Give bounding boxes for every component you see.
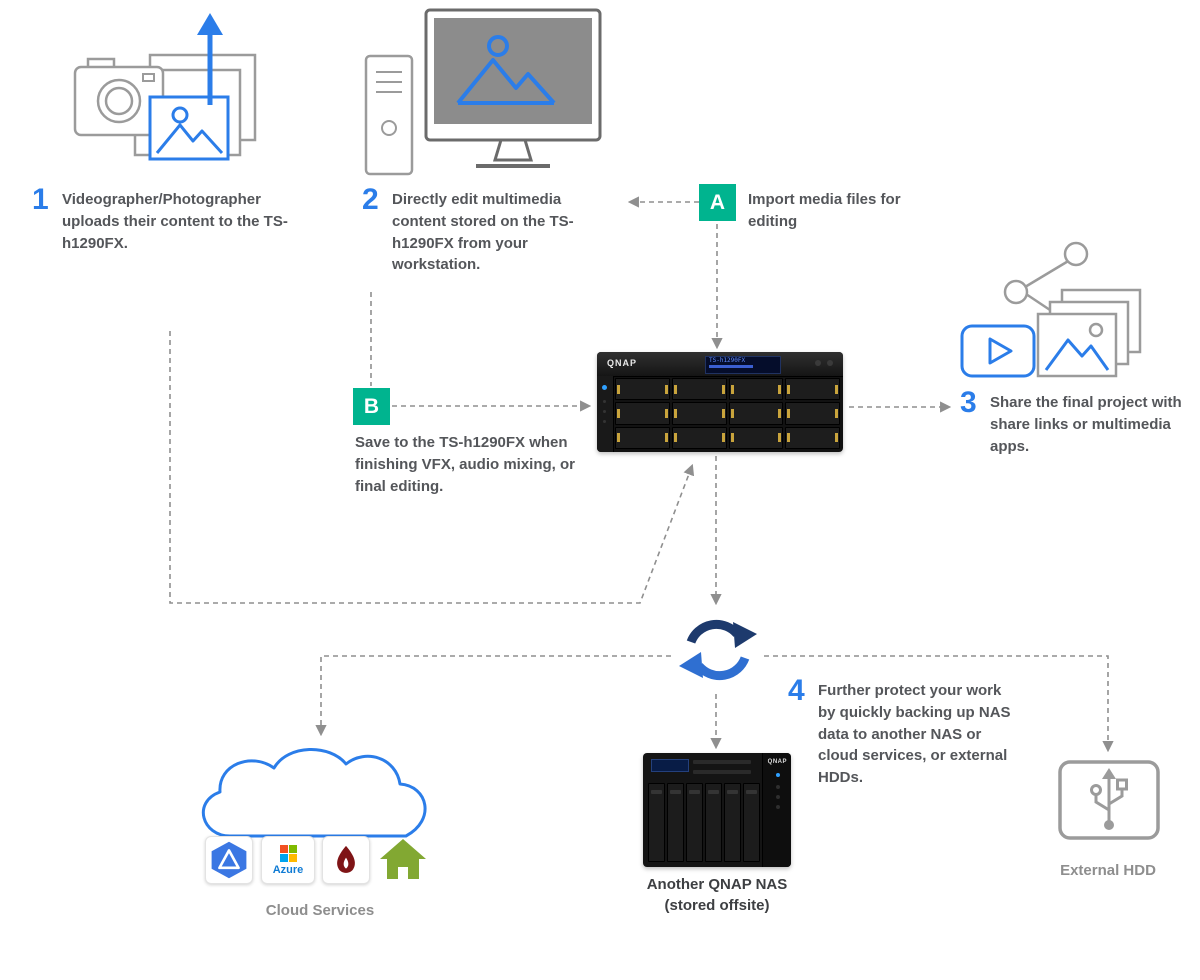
backup-nas-lcd xyxy=(651,759,689,772)
line-sync-to-cloud xyxy=(315,655,671,737)
backup-nas-slot xyxy=(693,760,751,764)
nas-side-panel xyxy=(597,376,614,452)
backup-nas-drive-bays xyxy=(648,783,760,862)
step-2-number: 2 xyxy=(362,183,379,216)
nas-power-led xyxy=(602,385,607,390)
nas-lcd-text: TS-h1290FX xyxy=(709,357,746,364)
photo-stack-icon xyxy=(1036,288,1142,378)
backup-nas-label-line1: Another QNAP NAS xyxy=(646,876,788,893)
monitor-screen xyxy=(434,18,592,124)
share-nodes-icon xyxy=(1003,241,1089,320)
line-sync-to-hdd xyxy=(764,655,1114,753)
backup-nas-label-line2: (stored offsite) xyxy=(664,897,770,914)
step-2-text: Directly edit multimedia content stored … xyxy=(392,191,574,274)
google-drive-icon xyxy=(205,836,253,884)
nas-drive-bays xyxy=(615,378,840,449)
upload-arrow-icon xyxy=(197,13,223,35)
badge-a: A xyxy=(699,184,736,221)
azure-label: Azure xyxy=(272,863,304,876)
cloud-icon xyxy=(201,748,427,838)
step-4-text: Further protect your work by quickly bac… xyxy=(818,682,1011,786)
backup-nas-side-panel: QNAP xyxy=(762,753,791,867)
line-camera-to-nas xyxy=(169,331,695,604)
external-hdd-label: External HDD xyxy=(1060,862,1156,879)
badge-b: B xyxy=(353,388,390,425)
step-4-number: 4 xyxy=(788,674,805,707)
qnap-logo: QNAP xyxy=(607,358,638,368)
share-media-icons xyxy=(960,241,1142,378)
nas-front-panel: QNAP TS-h1290FX xyxy=(597,352,843,377)
external-hdd-icon xyxy=(1058,760,1160,840)
cloud-services-label: Cloud Services xyxy=(265,902,375,919)
nas-select-button xyxy=(815,360,821,366)
camera-upload-icon xyxy=(73,13,257,161)
nas-lcd-display: TS-h1290FX xyxy=(705,356,781,374)
green-house-icon xyxy=(377,836,429,882)
backup-nas-power-led xyxy=(776,773,780,777)
usb-symbol-icon xyxy=(1090,768,1128,830)
step-1-number: 1 xyxy=(32,183,49,216)
azure-icon: Azure xyxy=(261,836,315,884)
red-cloud-app-icon xyxy=(322,836,370,884)
step-3-text: Share the final project with share links… xyxy=(990,394,1182,455)
qnap-logo: QNAP xyxy=(767,759,787,765)
badge-a-text: Import media files for editing xyxy=(748,191,901,230)
nas-lcd-line2 xyxy=(709,365,753,368)
backup-nas-tower: QNAP xyxy=(643,753,791,867)
step-3-number: 3 xyxy=(960,386,977,419)
play-button-icon xyxy=(960,324,1036,378)
sync-icon xyxy=(679,619,757,681)
nas-ts-h1290fx: QNAP TS-h1290FX xyxy=(597,352,843,452)
microsoft-logo-icon xyxy=(279,844,297,862)
backup-nas-slot xyxy=(693,770,751,774)
nas-enter-button xyxy=(827,360,833,366)
workstation-icon xyxy=(364,8,602,176)
backup-nas-label: Another QNAP NAS (stored offsite) xyxy=(617,874,817,916)
step-1-text: Videographer/Photographer uploads their … xyxy=(62,191,288,252)
badge-b-text: Save to the TS-h1290FX when finishing VF… xyxy=(355,434,576,495)
